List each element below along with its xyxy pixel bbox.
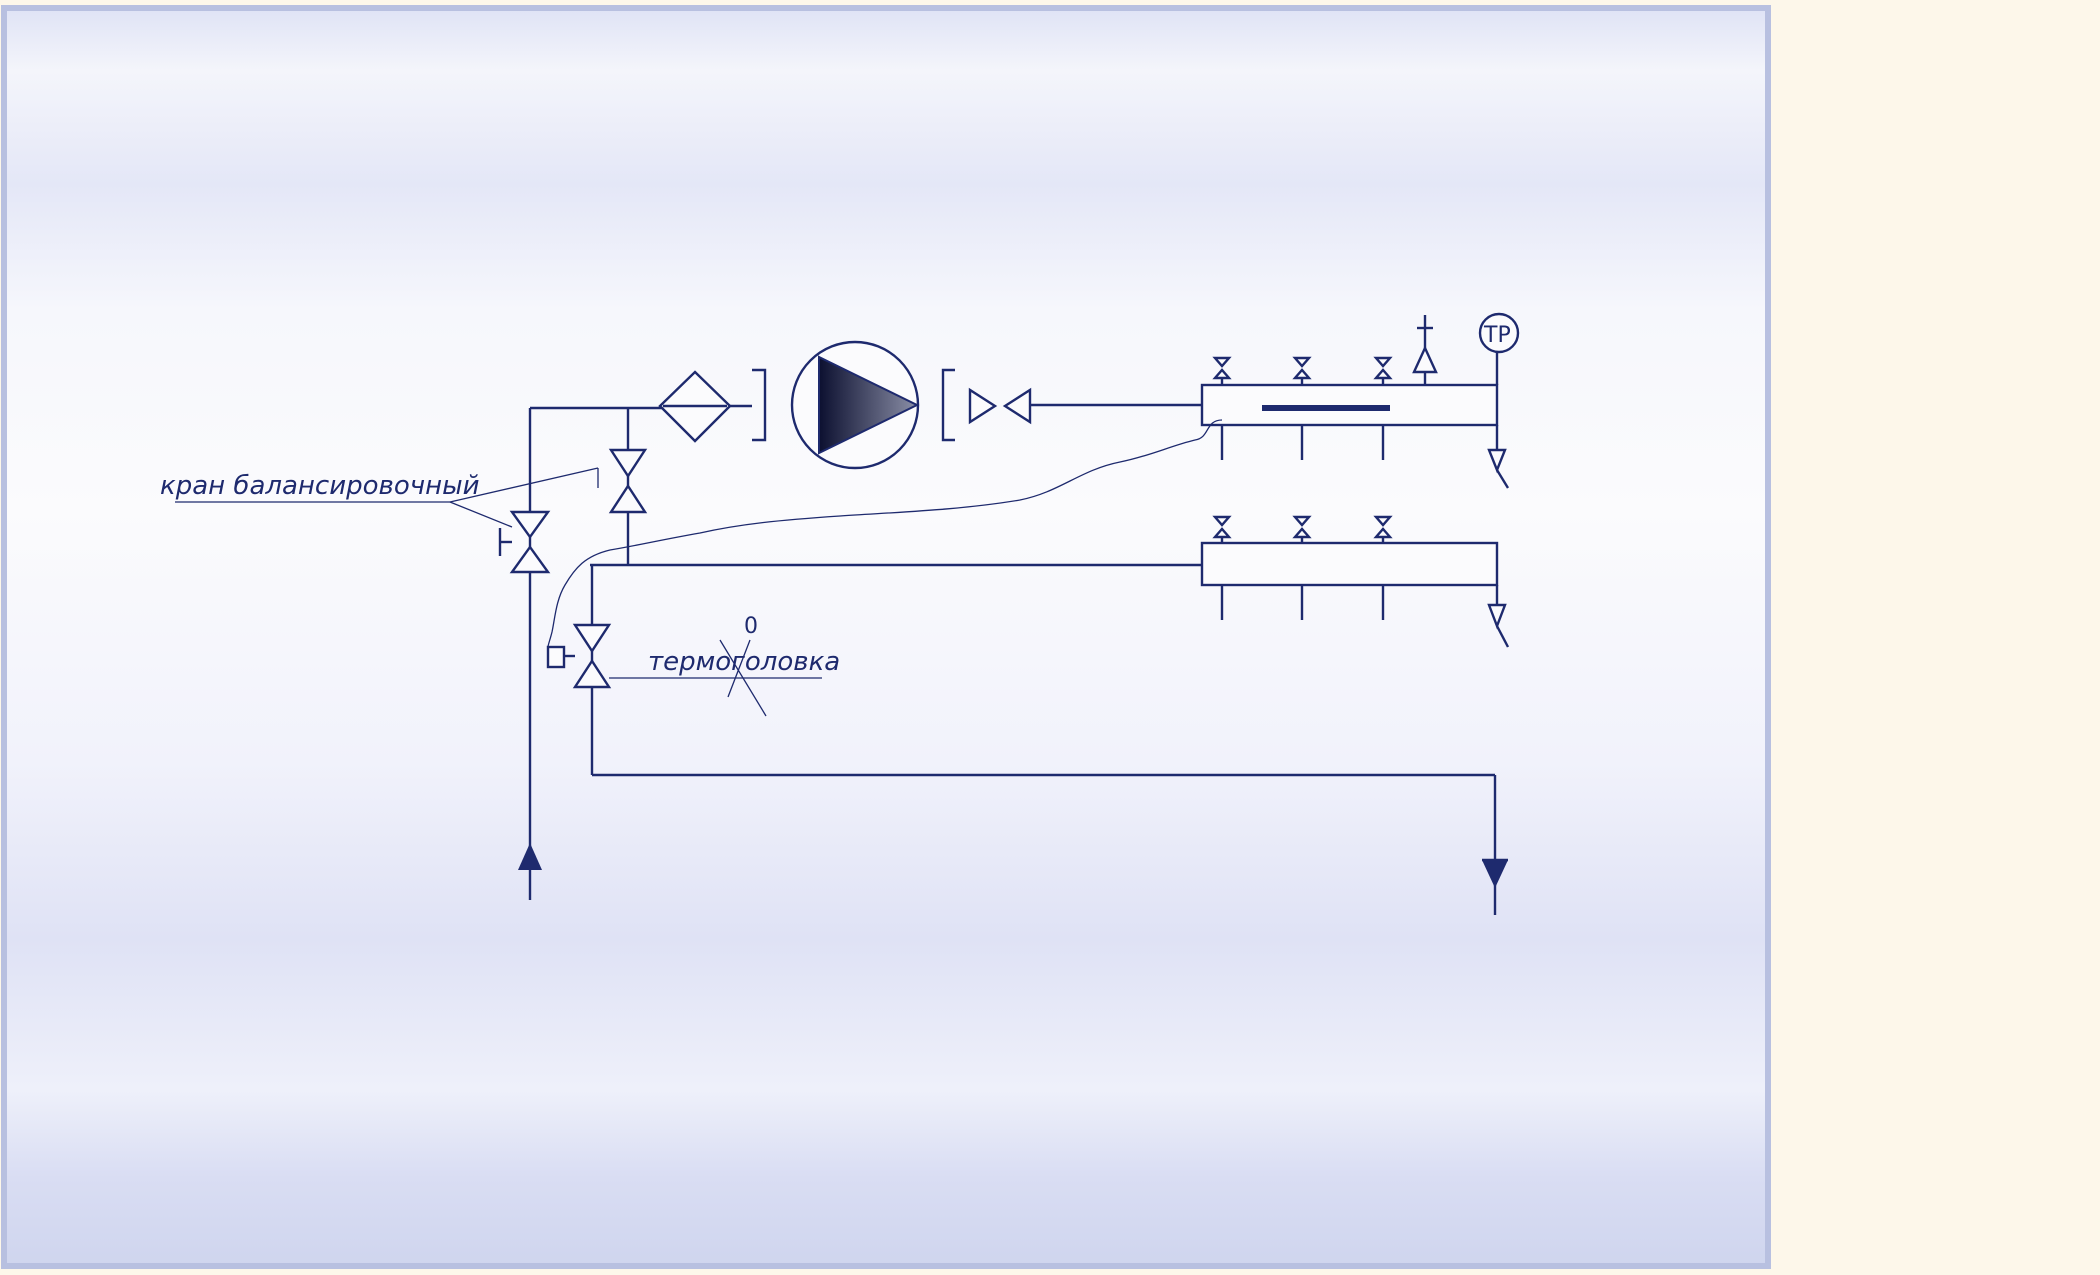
supply-manifold: [1200, 383, 1499, 460]
capillary-line: [547, 419, 1223, 648]
balancing-valve-callout: кран балансировочный: [160, 467, 599, 528]
thermo-head-label: термоголовка: [648, 647, 840, 677]
small-mark: 0: [744, 614, 758, 639]
sheet-background: [4, 8, 1768, 1266]
thermostatic-valve: [546, 623, 612, 689]
supply-manifold-outflow: [1487, 425, 1510, 489]
safety-valve: [1412, 315, 1438, 385]
circulation-pump: [790, 340, 920, 470]
supply-manifold-vents: [1212, 356, 1393, 385]
balancing-valve-label: кран балансировочный: [160, 471, 480, 501]
thermo-head-callout: термоголовка 0: [609, 614, 840, 717]
pump-triangle-icon: [818, 355, 920, 455]
bypass-leg: [590, 408, 1202, 567]
balancing-valve-riser: [498, 510, 551, 574]
shutoff-valve: [968, 387, 1202, 425]
tr-gauge: ТР: [1478, 312, 1520, 385]
supply-riser: [518, 406, 660, 900]
strainer: [658, 370, 752, 443]
thermo-head-body: [546, 645, 566, 669]
pump-flanges: [752, 368, 955, 442]
manifold-inner-bar: [1262, 405, 1390, 411]
tr-gauge-label: ТР: [1483, 323, 1511, 348]
return-manifold: [1200, 515, 1510, 648]
sheet-border: [1, 5, 1771, 1269]
